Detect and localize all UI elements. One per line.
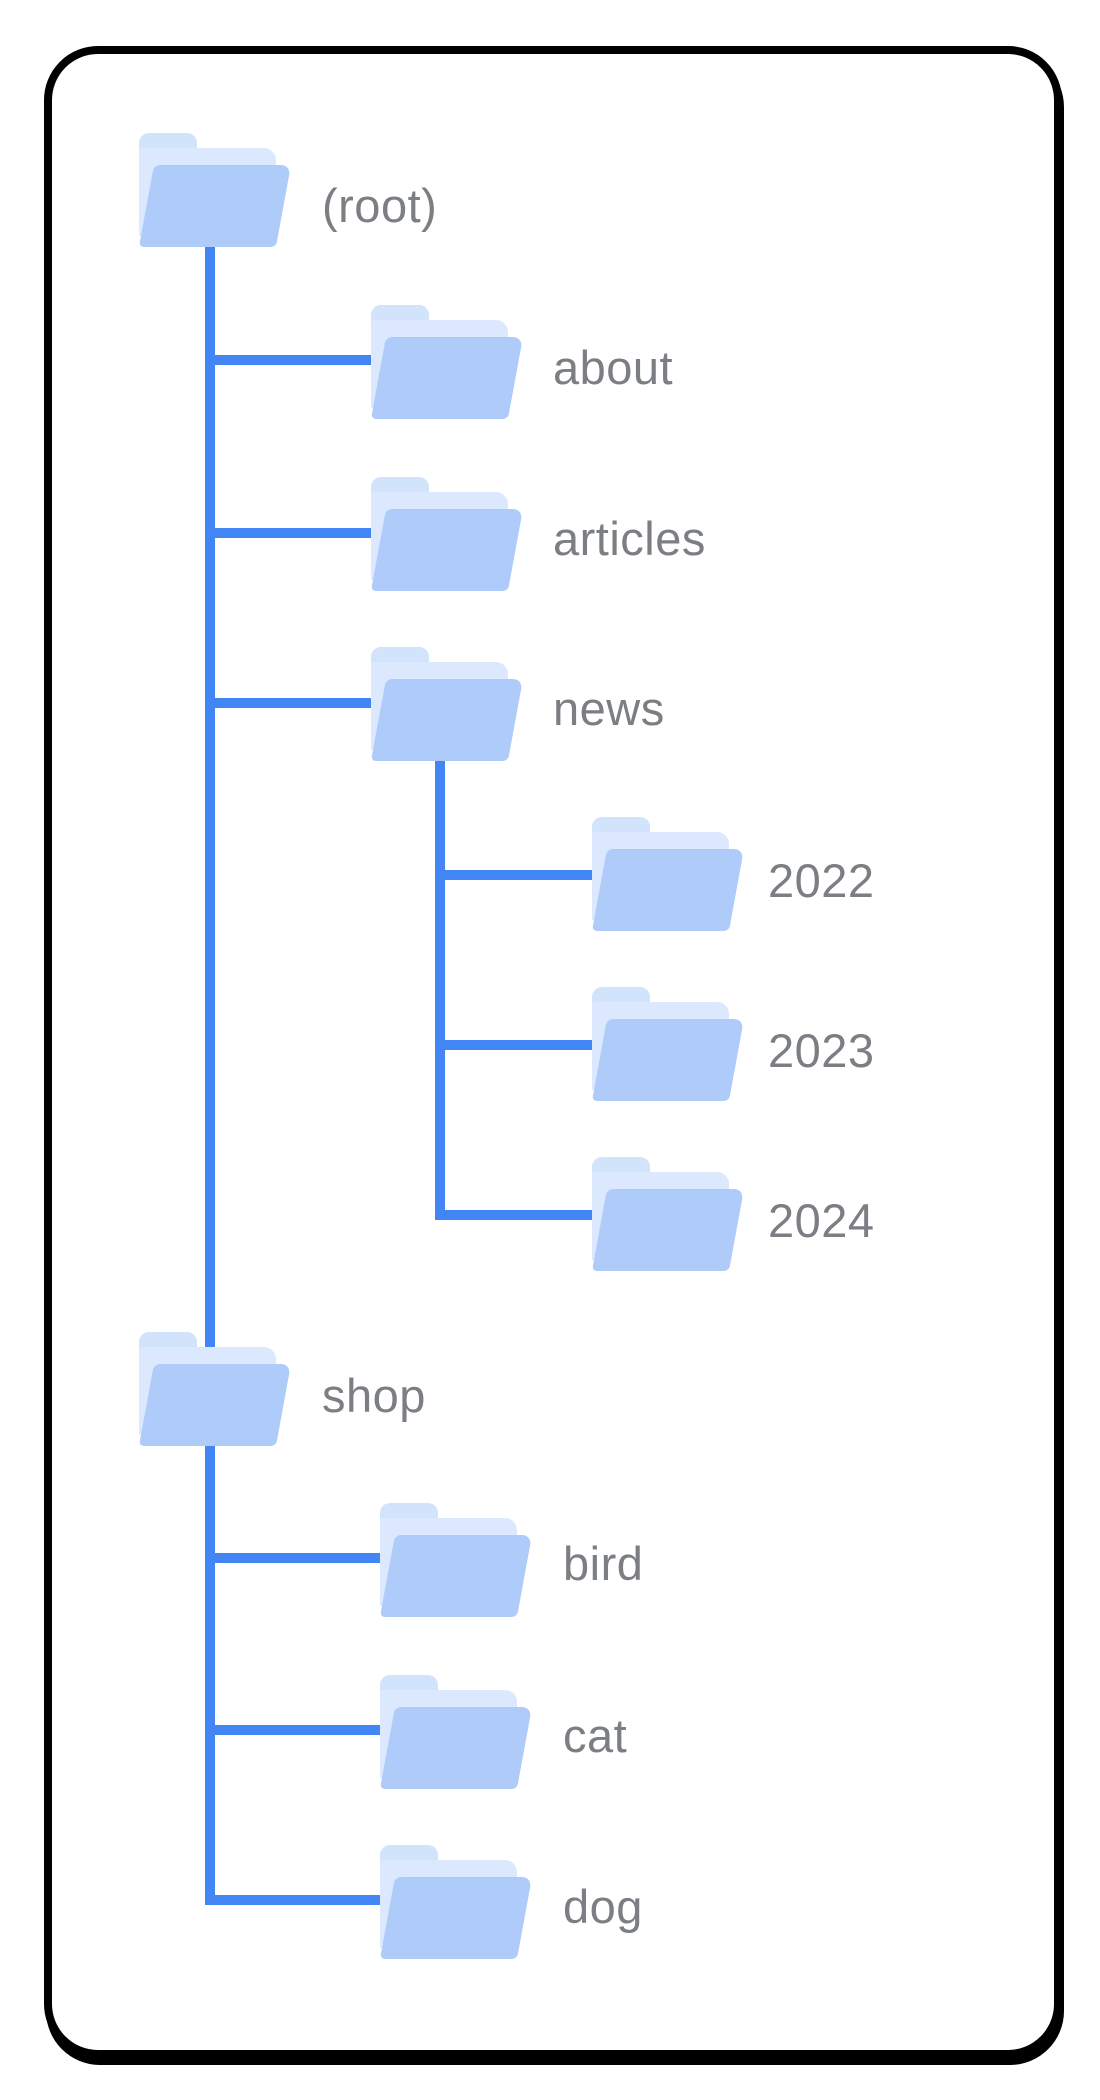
folder-icon-bird [379, 1503, 532, 1617]
node-label-bird: bird [563, 1537, 644, 1590]
connector-branch-2022 [440, 870, 600, 880]
folder-front-shape [370, 509, 523, 591]
connector-trunk-root [205, 240, 215, 1905]
node-label-2024: 2024 [768, 1194, 875, 1247]
folder-front-shape [370, 679, 523, 761]
folder-front-shape [379, 1535, 532, 1617]
folder-icon-2024 [591, 1157, 744, 1271]
connector-branch-about [210, 355, 380, 365]
folder-front-shape [591, 849, 744, 931]
folder-front-shape [370, 337, 523, 419]
connector-branch-news [210, 698, 380, 708]
folder-icon-2022 [591, 817, 744, 931]
node-label-root: (root) [322, 179, 438, 232]
connector-trunk-news [435, 700, 445, 1220]
node-label-dog: dog [563, 1880, 643, 1933]
node-label-articles: articles [553, 512, 706, 565]
folder-icon-cat [379, 1675, 532, 1789]
connector-branch-2024 [435, 1210, 600, 1220]
connector-branch-dog [205, 1895, 390, 1905]
node-label-cat: cat [563, 1709, 628, 1762]
folder-front-shape [379, 1877, 532, 1959]
connector-branch-bird [210, 1553, 390, 1563]
node-label-about: about [553, 341, 674, 394]
connector-branch-articles [210, 528, 380, 538]
folder-icon-shop [138, 1332, 291, 1446]
folder-front-shape [591, 1019, 744, 1101]
node-label-2023: 2023 [768, 1024, 875, 1077]
folder-icon-news [370, 647, 523, 761]
folder-front-shape [138, 1364, 291, 1446]
folder-icon-articles [370, 477, 523, 591]
folder-icon-about [370, 305, 523, 419]
connector-branch-cat [210, 1725, 390, 1735]
folder-front-shape [591, 1189, 744, 1271]
node-label-2022: 2022 [768, 854, 875, 907]
folder-front-shape [379, 1707, 532, 1789]
connector-branch-2023 [440, 1040, 600, 1050]
node-label-shop: shop [322, 1369, 426, 1422]
folder-icon-dog [379, 1845, 532, 1959]
folder-front-shape [138, 165, 291, 247]
node-label-news: news [553, 682, 665, 735]
folder-icon-2023 [591, 987, 744, 1101]
folder-icon-root [138, 133, 291, 247]
